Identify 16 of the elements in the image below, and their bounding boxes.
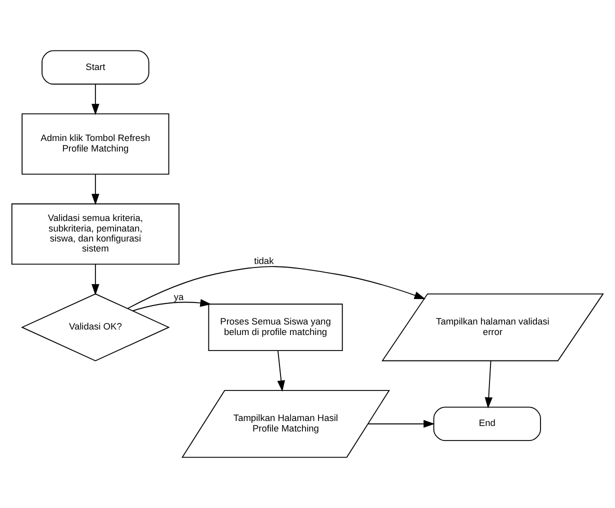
arrow xyxy=(92,264,100,296)
node-box: Proses Semua Siswa yang belum di profile matching xyxy=(208,304,343,351)
node-box: Start xyxy=(42,50,150,85)
arrow xyxy=(132,299,212,312)
node-box: End xyxy=(433,406,541,442)
arrow xyxy=(484,360,493,408)
edge-label: ya xyxy=(174,292,184,302)
arrow xyxy=(92,84,100,116)
arrow xyxy=(127,266,426,309)
node-box: Admin klik Tombol Refresh Profile Matching xyxy=(22,113,170,175)
arrow xyxy=(277,350,286,392)
node-box: Validasi semua kriteria, subkriteria, peminatan, siswa, dan konfigurasi sistem xyxy=(11,203,180,265)
arrow xyxy=(368,420,435,428)
node-diamond: Validasi OK? xyxy=(20,293,170,362)
arrow xyxy=(92,174,100,205)
edge-label: tidak xyxy=(254,256,274,266)
